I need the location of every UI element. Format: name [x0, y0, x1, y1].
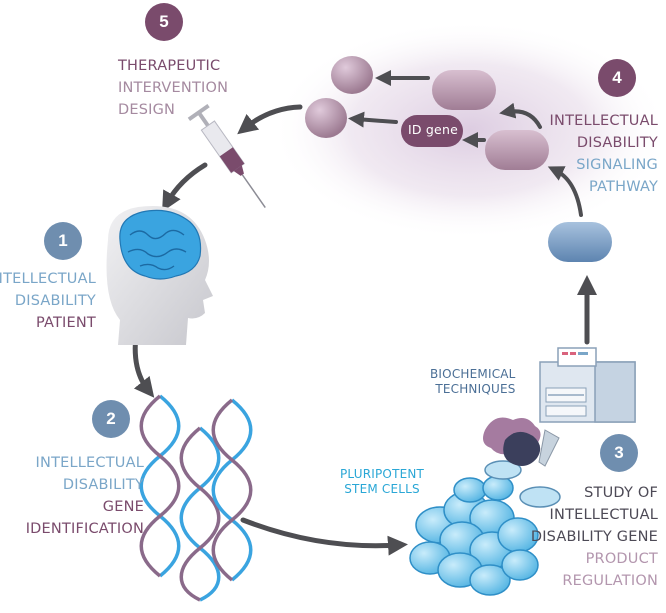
step-3-label: STUDY OF INTELLECTUAL DISABILITY GENE PR… — [531, 482, 658, 592]
petri-dish — [519, 486, 561, 508]
step-1-label: INTELLECTUAL DISABILITY PATIENT — [0, 268, 96, 334]
step-3-line: PRODUCT — [585, 551, 658, 567]
step-1-line: INTELLECTUAL — [0, 271, 96, 287]
step-4-badge: 4 — [598, 59, 636, 97]
step-5-line: DESIGN — [118, 102, 176, 118]
brain-folds — [127, 229, 187, 271]
step-2-line: GENE — [102, 499, 144, 515]
lab-instrument-illustration — [539, 347, 636, 423]
syringe-illustration — [187, 103, 266, 208]
id-gene-label: ID gene — [408, 122, 458, 137]
step-2-line: IDENTIFICATION — [25, 521, 144, 537]
step-3-line: REGULATION — [562, 573, 658, 589]
step-2-line: DISABILITY — [62, 477, 144, 493]
pathway-molecule — [305, 98, 347, 138]
step-3-line: DISABILITY GENE — [530, 529, 658, 545]
step-2-line: INTELLECTUAL — [35, 455, 144, 471]
step-1-line: PATIENT — [35, 315, 96, 331]
step-3-line: STUDY OF — [584, 485, 658, 501]
step-5-line: INTERVENTION — [118, 80, 229, 96]
stem-cells-illustration — [409, 475, 539, 596]
cycle-arrow-to-therapy — [237, 104, 303, 135]
biochemical-label: BIOCHEMICAL TECHNIQUES — [430, 367, 516, 397]
step-1-line: DISABILITY — [14, 293, 96, 309]
pathway-molecule — [331, 56, 373, 94]
dna-strands — [139, 394, 253, 602]
biochemical-line: TECHNIQUES — [435, 382, 516, 396]
tube-illustration — [538, 429, 560, 467]
step-2-label: INTELLECTUAL DISABILITY GENE IDENTIFICAT… — [26, 452, 144, 540]
cycle-arrow-to-patient — [162, 162, 208, 212]
pathway-arrow — [348, 111, 398, 128]
pathway-arrow — [499, 102, 542, 129]
step-1-badge: 1 — [44, 222, 82, 260]
step-4-line: INTELLECTUAL — [549, 113, 658, 129]
step-4-line: PATHWAY — [589, 179, 658, 195]
biochemical-line: BIOCHEMICAL — [430, 367, 516, 381]
petri-dish — [484, 460, 522, 480]
step-5-line: THERAPEUTIC — [118, 58, 221, 74]
pathway-arrow — [547, 166, 583, 217]
pluripotent-label: PLURIPOTENT STEM CELLS — [340, 467, 424, 497]
pathway-molecule — [485, 130, 549, 170]
brain-icon — [119, 209, 202, 280]
step-4-label: INTELLECTUAL DISABILITY SIGNALING PATHWA… — [550, 110, 658, 198]
step-2-badge: 2 — [92, 400, 130, 438]
step-5-badge: 5 — [145, 3, 183, 41]
step-3-line: INTELLECTUAL — [549, 507, 658, 523]
step-4-line: SIGNALING — [576, 157, 658, 173]
step-5-label: THERAPEUTIC INTERVENTION DESIGN — [118, 55, 228, 121]
pathway-receptor — [548, 222, 612, 262]
step-3-badge: 3 — [600, 434, 638, 472]
pluripotent-line: STEM CELLS — [344, 482, 420, 496]
id-gene-molecule — [401, 115, 463, 147]
cycle-arrow-to-cells — [240, 517, 408, 556]
pathway-molecule — [432, 70, 496, 110]
step-4-line: DISABILITY — [576, 135, 658, 151]
protein-illustration — [503, 431, 541, 466]
pluripotent-line: PLURIPOTENT — [340, 467, 425, 481]
